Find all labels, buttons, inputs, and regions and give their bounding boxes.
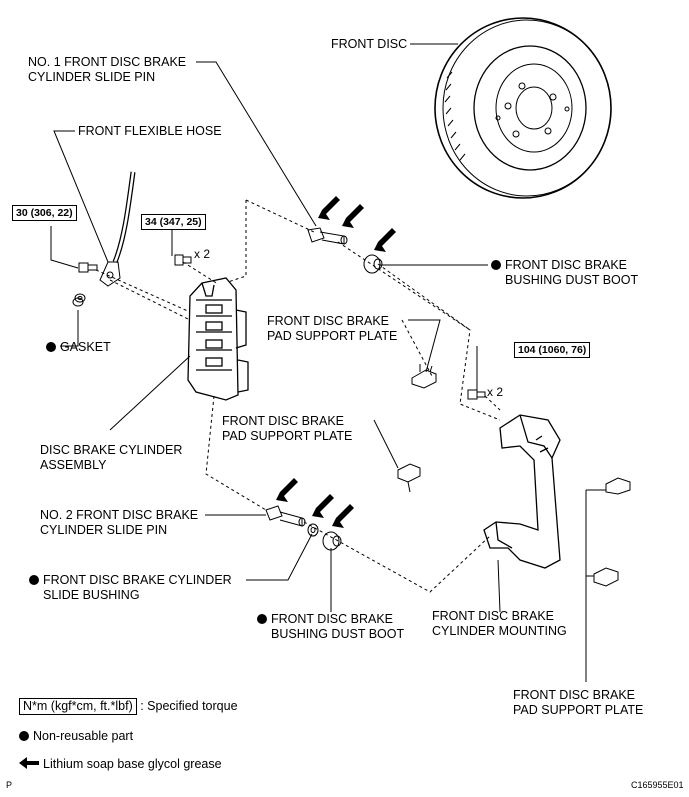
caliper-bolt xyxy=(174,254,192,266)
non-reusable-dot xyxy=(19,731,29,741)
slide-bushing-part xyxy=(307,523,319,537)
grease-arrow xyxy=(342,204,364,228)
gasket-part xyxy=(72,293,86,307)
pad-plate-2 xyxy=(397,463,421,493)
label-bushing-dust-boot-top: FRONT DISC BRAKE BUSHING DUST BOOT xyxy=(491,258,638,288)
pad-plate-1 xyxy=(411,364,437,389)
torque-spec-mounting-bolt: 104 (1060, 76) xyxy=(514,342,591,358)
label-front-disc: FRONT DISC xyxy=(331,37,408,51)
multiplier-mounting-bolt: x 2 xyxy=(487,385,504,399)
slide-pin-1 xyxy=(307,227,348,245)
grease-arrow-icon xyxy=(19,757,39,769)
label-bushing-dust-boot-bottom: FRONT DISC BRAKE BUSHING DUST BOOT xyxy=(257,612,404,642)
torque-spec-union-bolt: 30 (306, 22) xyxy=(12,205,77,221)
union-bolt xyxy=(78,262,98,273)
cylinder-assembly xyxy=(187,277,249,401)
slide-pin-2 xyxy=(265,505,306,527)
non-reusable-dot xyxy=(46,342,56,352)
legend-grease: Lithium soap base glycol grease xyxy=(19,757,222,772)
footer-left: P xyxy=(6,780,13,790)
non-reusable-dot xyxy=(257,614,267,624)
legend-torque-box: N*m (kgf*cm, ft.*lbf) xyxy=(19,698,137,715)
non-reusable-dot xyxy=(491,260,501,270)
torque-spec-caliper-bolt: 34 (347, 25) xyxy=(141,214,206,230)
pad-plate-3 xyxy=(593,477,631,587)
leader-lines xyxy=(50,43,606,682)
legend-non-reusable: Non-reusable part xyxy=(19,729,133,744)
grease-arrow xyxy=(332,504,354,528)
footer-code: C165955E01 xyxy=(631,780,684,790)
bushing-dust-boot-bottom xyxy=(322,531,342,551)
label-gasket: GASKET xyxy=(46,340,111,355)
assembly-lines xyxy=(95,199,501,593)
label-slide-bushing: FRONT DISC BRAKE CYLINDER SLIDE BUSHING xyxy=(29,573,232,603)
front-disc xyxy=(434,17,612,199)
cylinder-mounting xyxy=(483,414,561,569)
mounting-bolt xyxy=(467,389,486,400)
flexible-hose xyxy=(99,171,136,287)
non-reusable-dot xyxy=(29,575,39,585)
legend-torque-text: : Specified torque xyxy=(140,699,238,713)
legend-torque: N*m (kgf*cm, ft.*lbf) : Specified torque xyxy=(19,698,238,715)
grease-arrows xyxy=(276,196,396,528)
grease-arrow xyxy=(276,478,298,502)
grease-arrow xyxy=(374,228,396,252)
bushing-dust-boot-top xyxy=(363,254,383,274)
grease-arrow xyxy=(318,196,340,220)
multiplier-caliper-bolt: x 2 xyxy=(194,247,211,261)
label-flexible-hose: FRONT FLEXIBLE HOSE xyxy=(78,124,222,138)
grease-arrow xyxy=(312,494,334,518)
